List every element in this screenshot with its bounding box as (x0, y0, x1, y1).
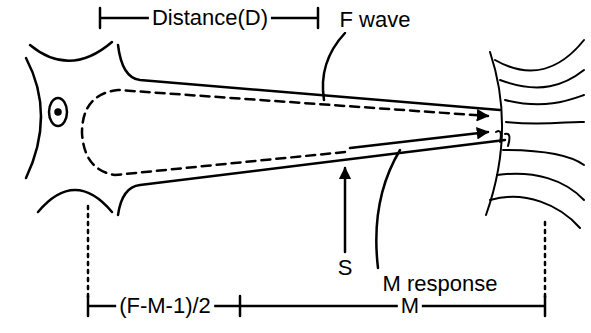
dimension-label: Distance(D) (149, 6, 271, 30)
cell-body-outline (26, 58, 41, 178)
m-response-arrow (350, 132, 488, 148)
response-label: M response (380, 272, 501, 296)
stimulus-arrow (344, 168, 347, 252)
axon-outline (118, 45, 500, 110)
muscle-fibers (486, 40, 584, 228)
leader-line (376, 150, 400, 268)
extension-line (544, 222, 547, 298)
leader-line (323, 33, 345, 100)
nucleus (49, 98, 67, 126)
dimension-label: M (398, 294, 422, 318)
extension-line (87, 206, 90, 298)
wave-label: F wave (337, 8, 414, 32)
f-wave-path (82, 90, 488, 175)
stimulus-label: S (335, 256, 356, 280)
dimension-label: (F-M-1)/2 (116, 294, 214, 318)
nucleolus (56, 110, 61, 115)
axon-outline (118, 140, 505, 215)
cell-body-outline (38, 190, 112, 212)
cell-body-outline (30, 42, 112, 61)
